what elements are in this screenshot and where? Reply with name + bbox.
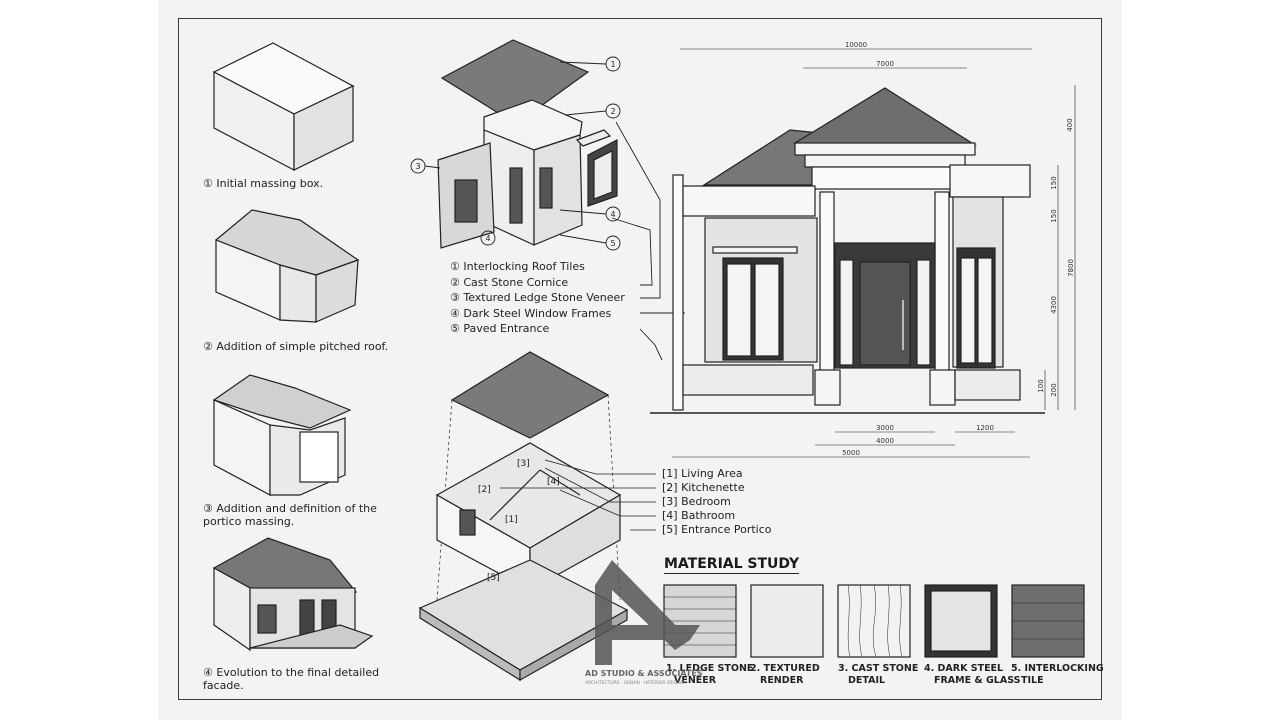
dim-wall-height: 4300 xyxy=(1050,296,1058,314)
legend-item: ① Interlocking Roof Tiles xyxy=(450,260,585,273)
room-legend-item: [4] Bathroom xyxy=(662,509,736,522)
step-text: Evolution to the final detailed facade. xyxy=(203,666,380,692)
step-text: Addition of simple pitched roof. xyxy=(216,340,389,353)
dim-side-bay: 1200 xyxy=(976,424,994,432)
step-caption-4: ④ Evolution to the final detailed facade… xyxy=(203,666,388,692)
studio-logo-tagline: ARCHITECTURE · URBAN · INTERIOR DESIGN xyxy=(585,681,685,686)
cast-stone-swatch xyxy=(837,584,911,658)
exploded-axonometric xyxy=(437,39,618,249)
dim-plinth-1: 100 xyxy=(1037,379,1045,392)
front-elevation xyxy=(650,87,1045,414)
label-line: TILE xyxy=(1021,675,1044,686)
room-tag-5: [5] xyxy=(487,573,500,583)
callout-2: 2 xyxy=(610,107,615,116)
dim-portico-width: 7000 xyxy=(876,60,894,68)
room-legend-item: [5] Entrance Portico xyxy=(662,523,772,536)
dim-front-width: 5000 xyxy=(842,449,860,457)
room-tag-4: [4] xyxy=(547,477,560,487)
studio-logo-mark xyxy=(595,560,700,665)
portico-massing-sketch xyxy=(212,374,352,497)
dim-total-height: 7800 xyxy=(1067,259,1075,277)
step-text: Addition and definition of the portico m… xyxy=(203,502,377,528)
label-line: 5. INTERLOCKING xyxy=(1011,663,1104,674)
callout-4b: 4 xyxy=(485,234,490,243)
dim-cornice-2: 150 xyxy=(1050,209,1058,222)
room-tag-1: [1] xyxy=(505,515,518,525)
legend-item: ③ Textured Ledge Stone Veneer xyxy=(450,291,625,304)
material-swatches xyxy=(663,584,1085,658)
exploded-floor-plan xyxy=(418,351,629,682)
room-leader-lines xyxy=(500,459,656,531)
pitched-roof-sketch xyxy=(214,209,360,323)
label-line: VENEER xyxy=(674,675,717,686)
sheet-border xyxy=(178,18,1102,700)
step-caption-3: ③ Addition and definition of the portico… xyxy=(203,502,388,528)
label-line: 2. TEXTURED xyxy=(750,663,820,674)
label-line: RENDER xyxy=(760,675,804,686)
step-text: Initial massing box. xyxy=(216,177,324,190)
dim-plinth-2: 200 xyxy=(1050,383,1058,396)
step-caption-1: ① Initial massing box. xyxy=(203,177,323,190)
massing-box-sketch xyxy=(212,42,355,171)
legend-item: ⑤ Paved Entrance xyxy=(450,322,550,335)
step-number: ① xyxy=(203,177,213,190)
step-number: ③ xyxy=(203,502,213,515)
final-facade-sketch xyxy=(212,537,374,652)
room-tag-3: [3] xyxy=(517,459,530,469)
legend-item: ④ Dark Steel Window Frames xyxy=(450,306,612,320)
studio-logo-name: AD STUDIO & ASSOCIATES xyxy=(585,669,703,678)
dim-portico-bay: 4000 xyxy=(876,437,894,445)
room-legend-item: [1] Living Area xyxy=(662,467,743,480)
material-legend: ① Interlocking Roof Tiles ② Cast Stone C… xyxy=(450,259,625,337)
label-line: 4. DARK STEEL xyxy=(924,663,1004,674)
dim-cornice-1: 150 xyxy=(1050,176,1058,189)
room-tag-2: [2] xyxy=(478,485,491,495)
dimension-lines xyxy=(672,48,1076,458)
room-legend-item: [3] Bedroom xyxy=(662,495,731,508)
dim-door-bay: 3000 xyxy=(876,424,894,432)
legend-item: ② Cast Stone Cornice xyxy=(450,275,569,289)
callout-5: 5 xyxy=(610,239,615,248)
room-legend: [1] Living Area [2] Kitchenette [3] Bedr… xyxy=(662,467,772,537)
textured-render-swatch xyxy=(750,584,824,658)
label-line: DETAIL xyxy=(848,675,886,686)
dim-roof-height: 400 xyxy=(1066,118,1074,131)
room-legend-item: [2] Kitchenette xyxy=(662,481,745,494)
step-number: ④ xyxy=(203,666,213,679)
roof-tiles-part xyxy=(440,39,590,125)
exploded-callout-markers xyxy=(410,56,685,361)
callout-4: 4 xyxy=(610,210,615,219)
step-number: ② xyxy=(203,340,213,353)
dim-overall-width: 10000 xyxy=(845,41,867,49)
label-line: FRAME & GLASS xyxy=(934,675,1021,686)
callout-3: 3 xyxy=(415,162,420,171)
label-line: 1. LEDGE STONE xyxy=(666,663,754,674)
step-caption-2: ② Addition of simple pitched roof. xyxy=(203,340,388,353)
material-study-title: MATERIAL STUDY xyxy=(664,556,800,574)
callout-1: 1 xyxy=(610,60,615,69)
label-line: 3. CAST STONE xyxy=(838,663,919,674)
